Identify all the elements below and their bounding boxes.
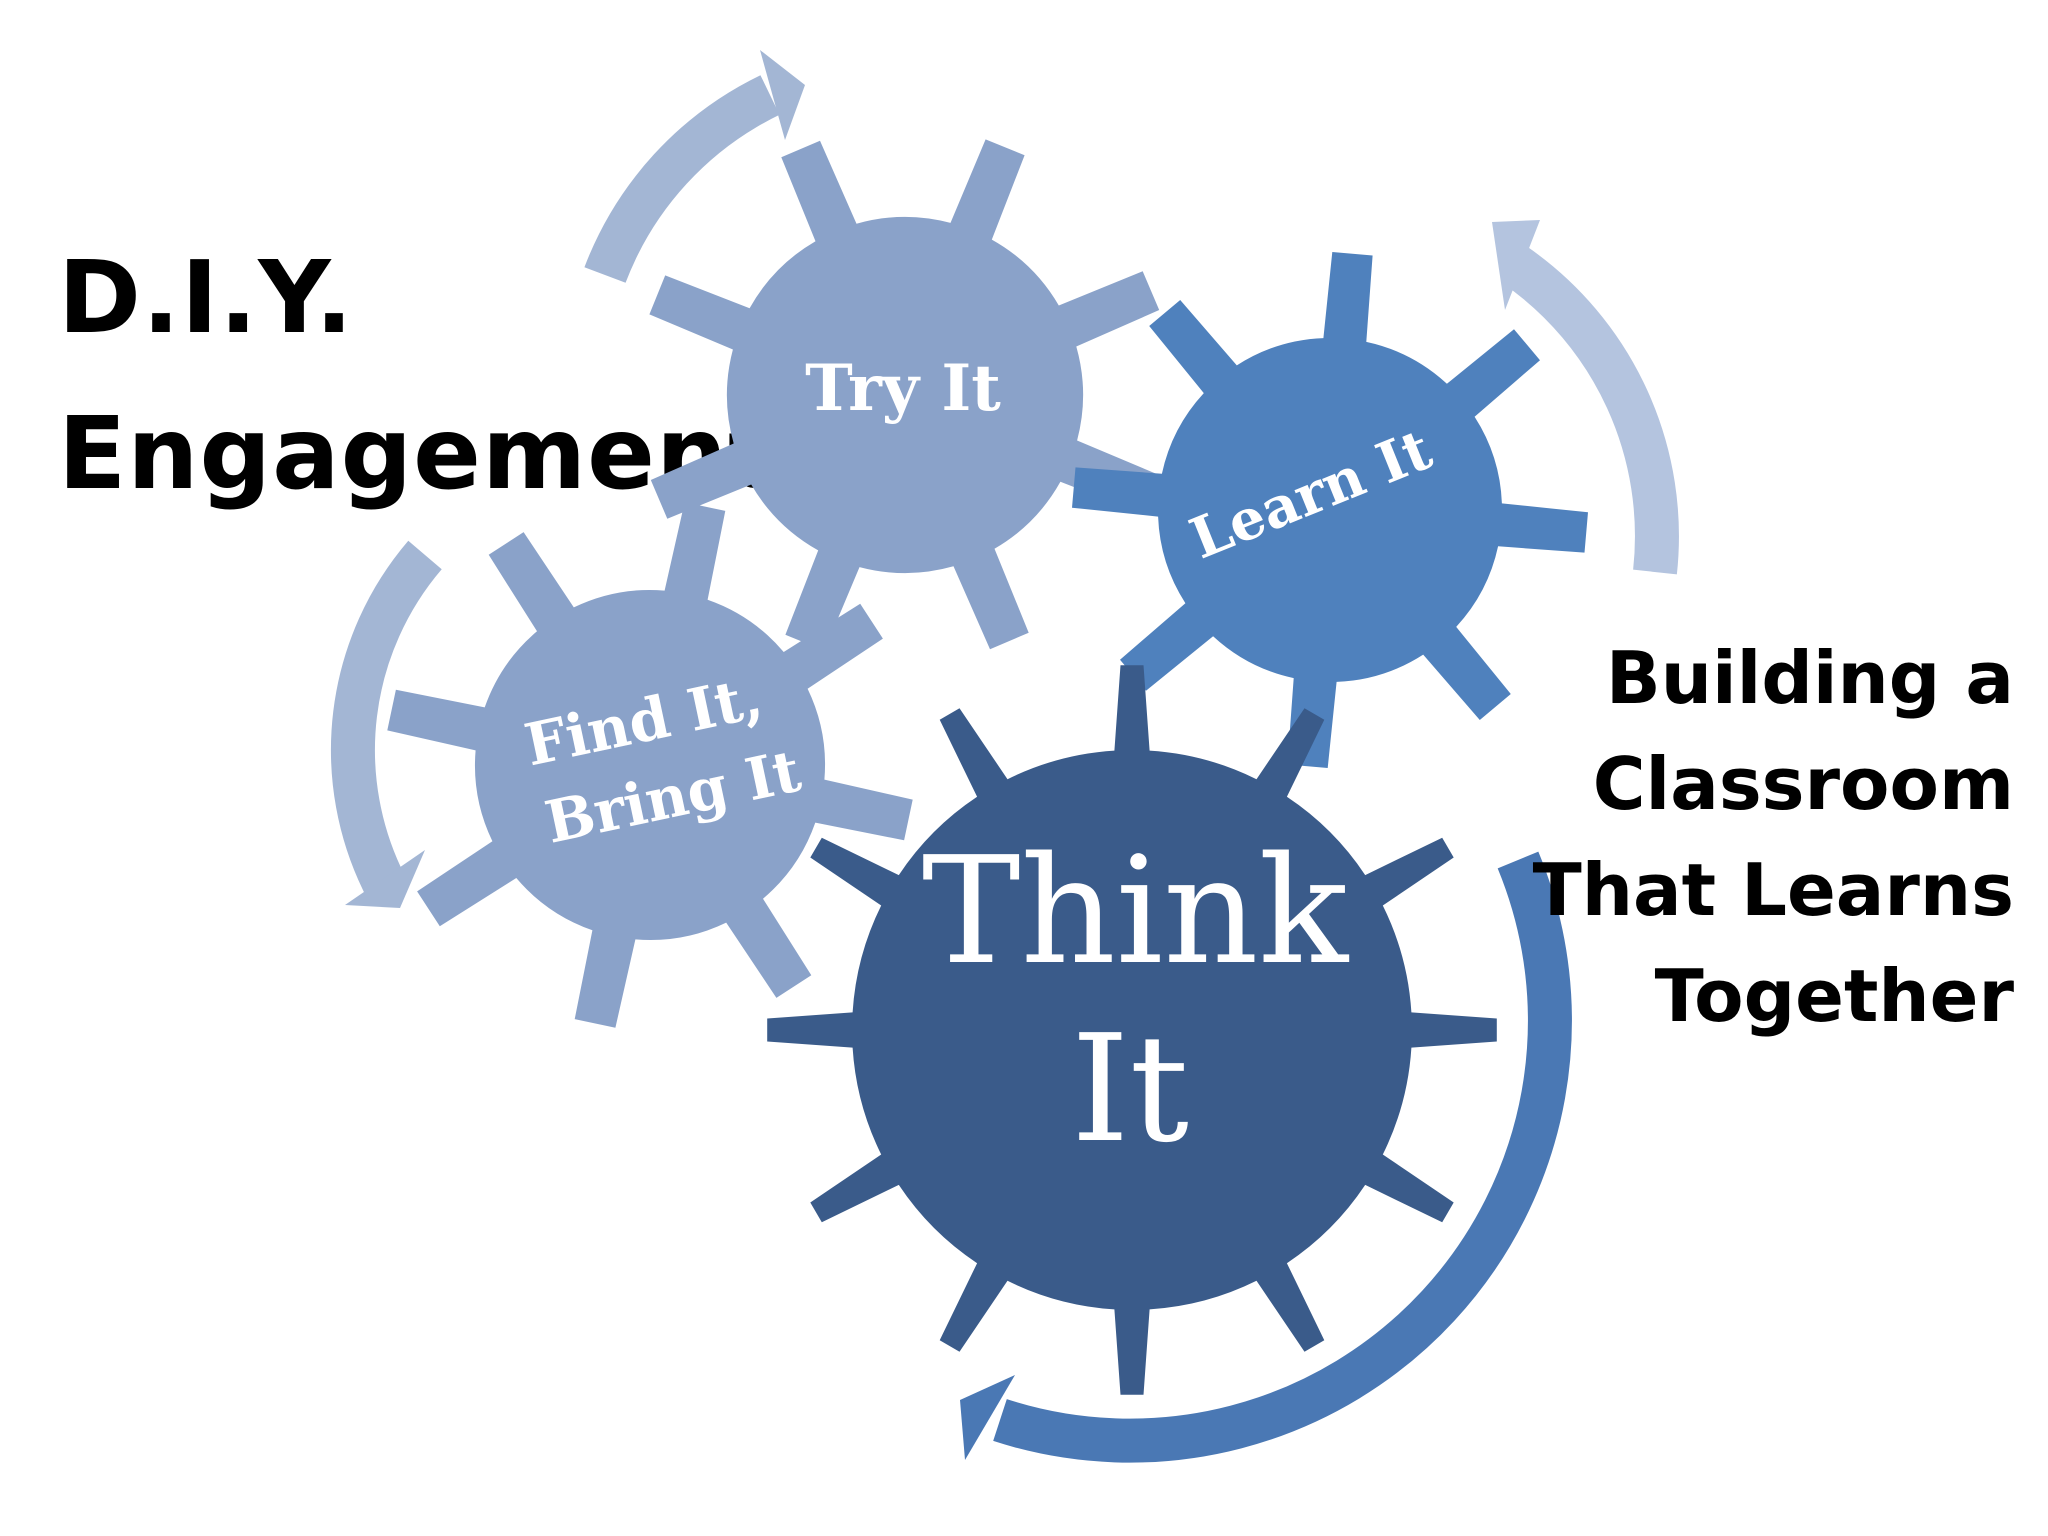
subtitle-line-4: Together — [1654, 954, 2014, 1038]
gear-label-think: Think — [922, 825, 1350, 997]
diagram-subtitle: Building a Classroom That Learns Togethe… — [1394, 625, 2014, 1049]
arrow-left — [330, 540, 442, 908]
gear-find-it — [387, 502, 913, 1028]
arrow-bottom-right — [960, 851, 1572, 1463]
gear-try-it — [649, 139, 1161, 651]
gear-label-it: It — [1071, 1003, 1189, 1175]
title-line-1: D.I.Y. — [58, 239, 355, 356]
subtitle-line-2: Classroom — [1592, 742, 2014, 826]
gear-think-it — [767, 665, 1497, 1395]
gear-label-try-it: Try It — [805, 351, 1001, 426]
subtitle-line-3: That Learns — [1532, 848, 2014, 932]
arrow-top-left — [584, 50, 805, 284]
subtitle-line-1: Building a — [1605, 636, 2014, 720]
arrow-right-top — [1492, 220, 1679, 575]
gear-learn-it — [1072, 252, 1588, 768]
